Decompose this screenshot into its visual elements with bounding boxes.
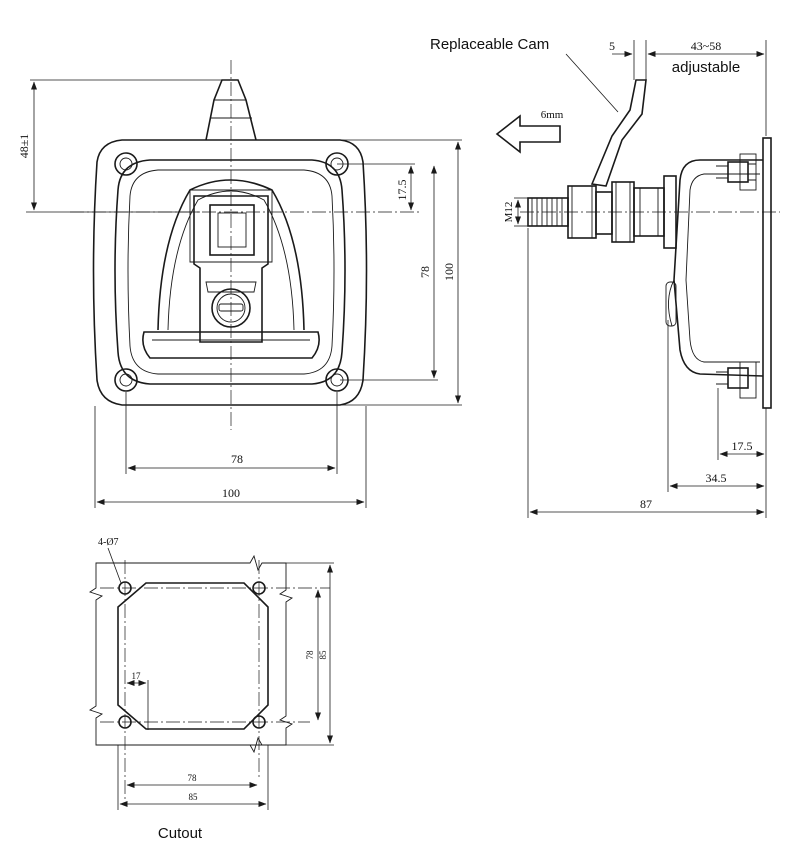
cutout-opening [117, 582, 269, 730]
cutout-dim-hole-spacing-v: 78 [305, 650, 315, 660]
dim-adjust-range-label: 43~58 [691, 39, 722, 53]
cam-leader [565, 53, 619, 113]
dim-total-depth-label: 87 [640, 497, 652, 511]
cutout-dim-hole-spacing-h: 78 [188, 773, 198, 783]
front-mounting-holes [114, 152, 349, 392]
replaceable-cam [590, 79, 647, 187]
t-handle-bar [142, 331, 320, 359]
front-view: 48±1 17.5 78 100 78 100 [17, 60, 462, 508]
arrow-label: 6mm [541, 109, 564, 121]
side-housing [673, 159, 764, 377]
handle-arch [157, 179, 305, 331]
dim-hole-spacing-h-label: 78 [231, 452, 243, 466]
dim-body-depth-label: 34.5 [706, 471, 727, 485]
cam-label: Replaceable Cam [430, 36, 549, 53]
dim-overall-v-label: 100 [442, 263, 456, 281]
cutout-view: 4-Ø7 17 78 85 78 85 Cutout [88, 537, 334, 842]
cutout-dim-size-v: 85 [318, 650, 328, 660]
side-view: 6mm Replaceable Cam 5 43~58 adjustable M… [430, 36, 780, 518]
side-mounting-plate [762, 137, 772, 409]
front-top-nozzle [205, 79, 257, 141]
adjustable-label: adjustable [672, 59, 740, 76]
dim-overall-h-label: 100 [222, 486, 240, 500]
dim-hole-spacing-v-label: 78 [418, 266, 432, 278]
cutout-holes [118, 581, 266, 729]
side-studs [716, 153, 757, 399]
dim-stud-offset-label: 17.5 [732, 439, 753, 453]
direction-arrow [495, 114, 561, 154]
handle-body [193, 195, 269, 343]
dim-inner-label: 17 [132, 671, 142, 681]
front-recess-inner [127, 169, 335, 375]
dim-offset-label: 17.5 [395, 180, 409, 201]
dim-cam-width-label: 5 [609, 39, 615, 53]
dim-height-label: 48±1 [17, 134, 31, 159]
cutout-dim-size-h: 85 [189, 792, 199, 802]
front-recess-outer [114, 159, 346, 385]
square-drive [209, 204, 255, 256]
hole-label: 4-Ø7 [98, 537, 119, 548]
cutout-caption: Cutout [158, 825, 203, 842]
thread-label: M12 [503, 202, 515, 223]
